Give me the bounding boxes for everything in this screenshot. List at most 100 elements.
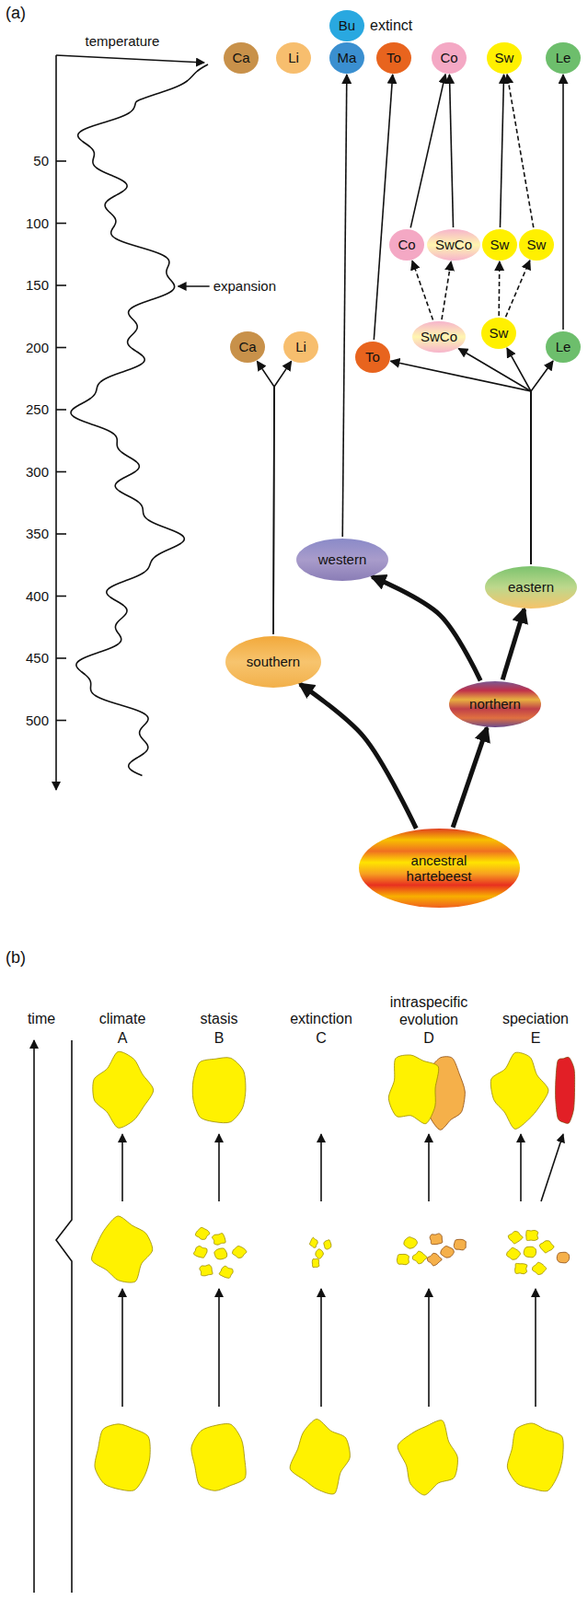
- text-wrap: Li: [295, 338, 307, 355]
- population-blob: [539, 1240, 554, 1253]
- descent-arrow: [499, 74, 504, 228]
- node-label: Li: [295, 338, 307, 355]
- population-blob: [507, 1422, 564, 1491]
- node-label: southern: [246, 653, 300, 669]
- ellipse-fill: [518, 229, 554, 261]
- population-blob: [532, 1261, 547, 1274]
- axis-number: 300: [25, 463, 49, 480]
- ellipse-fill: [230, 331, 266, 363]
- lineage-ellipse: Bu: [329, 10, 365, 42]
- lineage-ellipse: Sw: [482, 229, 518, 261]
- text-wrap: Li: [288, 49, 300, 66]
- population-blob: [219, 1265, 233, 1278]
- population-blob: [211, 1233, 226, 1246]
- text-wrap: Le: [555, 338, 572, 355]
- descent-arrow: [256, 360, 275, 635]
- node-label: eastern: [507, 578, 554, 595]
- population-blob: [193, 1245, 208, 1257]
- column-letter: C: [315, 1029, 327, 1047]
- lineage-ellipse: Le: [545, 331, 581, 363]
- node-label: Co: [439, 49, 458, 66]
- time-step-arrow: [427, 1133, 430, 1201]
- lineage-arrow: [452, 727, 487, 828]
- lineage-arrow: [299, 683, 416, 829]
- descent-arrow: [441, 261, 451, 320]
- time-step-arrow: [218, 1288, 220, 1407]
- ellipse-fill: [296, 538, 389, 581]
- lineage-ellipse: To: [376, 42, 412, 74]
- axis-number: 250: [25, 401, 49, 417]
- text-wrap: SwCo: [435, 236, 473, 253]
- text-wrap: Co: [397, 236, 416, 253]
- text-wrap: northern: [469, 695, 521, 712]
- time-step-arrow: [121, 1133, 124, 1201]
- time-step-arrow: [320, 1288, 323, 1407]
- ellipse-fill: [376, 42, 412, 74]
- text-wrap: Sw: [490, 236, 510, 253]
- ellipse-fill: [389, 229, 425, 261]
- population-blob: [191, 1423, 246, 1491]
- descent-arrow: [562, 74, 565, 330]
- axis-title: time: [27, 1010, 56, 1027]
- lineage-ellipse: Sw: [486, 42, 522, 74]
- lineage-ellipse: Li: [283, 331, 319, 363]
- node-label: To: [386, 49, 402, 66]
- text-wrap: Co: [439, 49, 458, 66]
- axis-number: 100: [25, 215, 49, 231]
- population-blob: [490, 1051, 549, 1129]
- node-label: Co: [397, 236, 416, 253]
- ellipse-fill: [412, 321, 466, 353]
- population-blob: [555, 1056, 576, 1123]
- population-blob: [94, 1423, 150, 1491]
- node-label: Ma: [337, 49, 358, 66]
- population-blob: [323, 1239, 332, 1249]
- ellipse-fill: [431, 42, 467, 74]
- descent-arrow: [410, 74, 446, 229]
- population-blob: [429, 1233, 443, 1245]
- node-label: To: [365, 348, 381, 365]
- panel-label: (b): [5, 947, 26, 968]
- axis-tick: [56, 222, 67, 225]
- ellipse-fill: [484, 565, 577, 609]
- temperature-arrow: [56, 55, 205, 63]
- lineage-ellipse: Ca: [223, 42, 259, 74]
- population-blob: [214, 1247, 228, 1259]
- ellipse-fill: [329, 10, 365, 42]
- text-wrap: Ca: [238, 338, 256, 355]
- population-blob: [92, 1215, 153, 1282]
- axis-number: 450: [25, 649, 49, 666]
- descent-arrow: [497, 261, 500, 316]
- axis-number: 350: [25, 525, 49, 542]
- time-step-arrow: [218, 1133, 220, 1201]
- ellipse-fill: [355, 341, 391, 373]
- lineage-arrow: [502, 609, 525, 681]
- ellipse-fill: [225, 635, 322, 688]
- lineage-ellipse: Sw: [481, 317, 517, 349]
- ellipse-fill: [481, 317, 517, 349]
- text-wrap: southern: [246, 653, 300, 669]
- population-blob: [453, 1238, 466, 1250]
- descent-arrow: [506, 260, 531, 317]
- text-wrap: ancestral hartebeest: [392, 852, 485, 885]
- time-bracket: [56, 1039, 72, 1592]
- node-label: ancestral hartebeest: [392, 852, 485, 885]
- axis-tick: [56, 532, 67, 535]
- text-wrap: To: [386, 49, 402, 66]
- y-axis: [55, 55, 58, 790]
- population-blob: [507, 1246, 521, 1259]
- population-blob: [507, 1231, 523, 1244]
- column-letter: B: [214, 1029, 225, 1047]
- text-wrap: Sw: [527, 236, 547, 253]
- lineage-ellipse: Ma: [329, 42, 365, 74]
- ellipse-fill: [449, 680, 542, 727]
- column-header: intraspecific evolution: [378, 993, 480, 1028]
- text-wrap: Ma: [337, 49, 358, 66]
- temperature-curve: [70, 64, 208, 776]
- ellipse-fill: [545, 42, 581, 74]
- population-ellipse: southern: [225, 635, 322, 688]
- population-blob: [195, 1226, 209, 1239]
- population-blob: [556, 1251, 570, 1263]
- ellipse-fill: [283, 331, 319, 363]
- axis-tick: [56, 160, 67, 162]
- population-blob: [388, 1054, 439, 1124]
